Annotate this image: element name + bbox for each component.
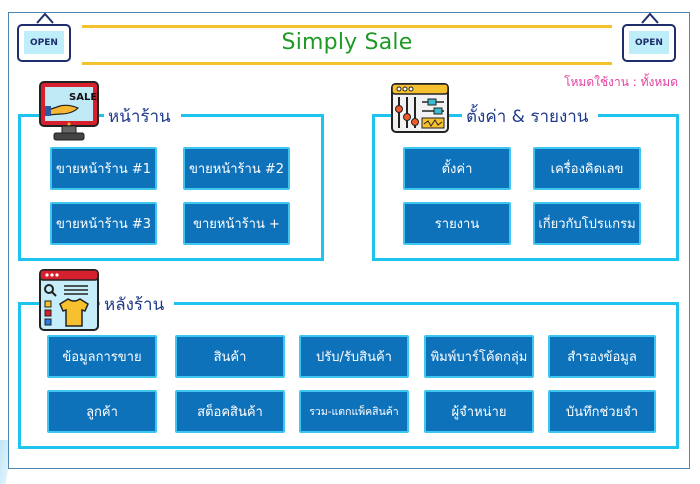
backoffice-section [18,302,679,449]
settings-sliders-icon [391,83,449,133]
customers-button[interactable]: ลูกค้า [47,390,157,433]
header-bottom-line [82,62,612,65]
storefront-sale-1-button[interactable]: ขายหน้าร้าน #1 [50,147,157,190]
storefront-sale-2-button[interactable]: ขายหน้าร้าน #2 [183,147,290,190]
sale-monitor-icon: SALE [39,81,99,141]
storefront-sale-add-button[interactable]: ขายหน้าร้าน + [183,202,290,245]
product-stock-button[interactable]: สต็อคสินค้า [175,390,285,433]
settings-button[interactable]: ตั้งค่า [403,147,511,190]
memo-button[interactable]: บันทึกช่วยจำ [548,390,656,433]
calculator-button[interactable]: เครื่องคิดเลข [533,147,641,190]
backoffice-section-title: หลังร้าน [100,291,175,318]
sales-data-button[interactable]: ข้อมูลการขาย [47,335,157,378]
header-top-line [82,25,612,28]
storefront-sale-3-button[interactable]: ขายหน้าร้าน #3 [50,202,157,245]
product-catalog-icon [39,269,99,331]
merge-split-pack-button[interactable]: รวม-แตกแพ็คสินค้า [299,390,409,433]
sign-hook-icon [641,12,659,24]
open-sign-left: OPEN [17,12,73,64]
adjust-receive-products-button[interactable]: ปรับ/รับสินค้า [299,335,409,378]
settings-section-title: ตั้งค่า & รายงาน [462,103,599,130]
open-sign-text: OPEN [24,31,64,54]
suppliers-button[interactable]: ผู้จำหน่าย [424,390,534,433]
products-button[interactable]: สินค้า [175,335,285,378]
open-sign-right: OPEN [622,12,678,64]
open-sign-text: OPEN [629,31,669,54]
app-title: Simply Sale [281,30,413,55]
svg-text:SALE: SALE [69,92,97,103]
sign-hook-icon [36,12,54,24]
mode-status: โหมดใช้งาน : ทั้งหมด [564,75,678,89]
backup-data-button[interactable]: สำรองข้อมูล [548,335,656,378]
storefront-section-title: หน้าร้าน [104,103,181,130]
print-barcode-group-button[interactable]: พิมพ์บาร์โค้ดกลุ่ม [424,335,534,378]
about-program-button[interactable]: เกี่ยวกับโปรแกรม [533,202,641,245]
reports-button[interactable]: รายงาน [403,202,511,245]
